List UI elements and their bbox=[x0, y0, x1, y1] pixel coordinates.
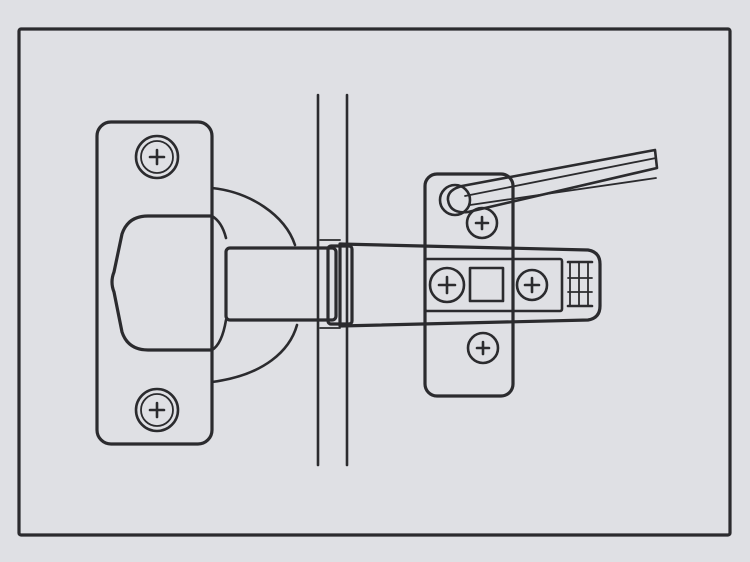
screw-under-driver bbox=[438, 183, 472, 217]
hinge-cup bbox=[210, 186, 299, 384]
screw-body-right bbox=[515, 268, 549, 302]
screw-door-top bbox=[134, 134, 180, 180]
end-grip-lines bbox=[566, 260, 594, 308]
screwdriver-icon bbox=[446, 148, 659, 214]
hinge-body bbox=[338, 242, 602, 328]
cabinet-edge bbox=[316, 93, 349, 467]
screw-body-left bbox=[428, 266, 466, 304]
screw-plate-bottom bbox=[466, 331, 500, 365]
frame-border bbox=[17, 27, 732, 537]
door-mounting-plate bbox=[95, 120, 228, 446]
screw-door-bottom bbox=[134, 387, 180, 433]
hinge-arm bbox=[224, 239, 354, 329]
adjustment-slot bbox=[468, 266, 505, 303]
